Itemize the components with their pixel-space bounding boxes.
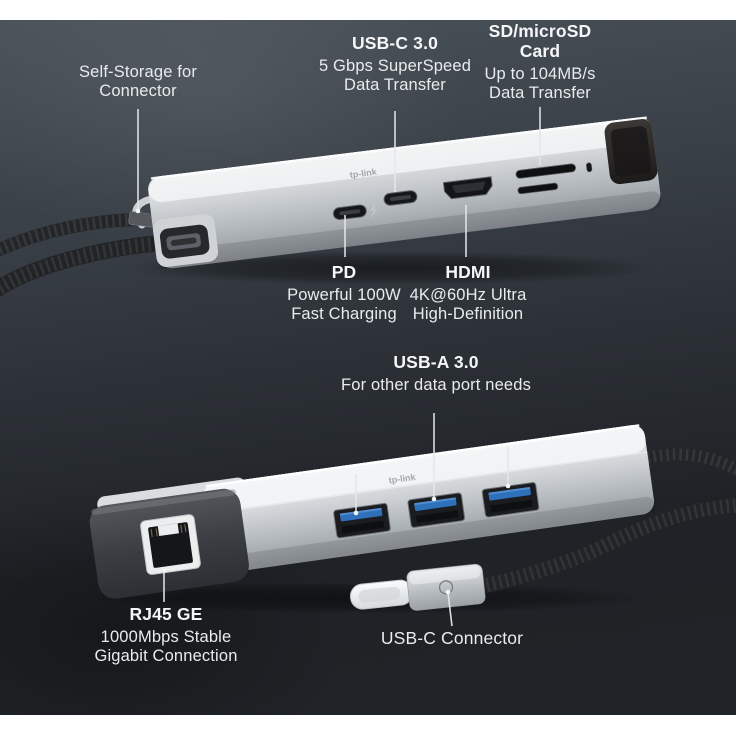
rj45-port: [140, 514, 201, 575]
callout-hdmi: HDMI 4K@60Hz Ultra High-Definition: [410, 262, 527, 324]
callout-rj45-title: RJ45 GE: [129, 604, 203, 624]
callout-rj45: RJ45 GE 1000Mbps Stable Gigabit Connecti…: [94, 604, 237, 666]
callout-pd: PD Powerful 100W Fast Charging: [287, 262, 401, 324]
hdmi-port: [442, 176, 493, 200]
microsd-card-slot: [517, 182, 559, 195]
lightning-icon: [370, 202, 378, 219]
callout-pd-title: PD: [331, 262, 357, 282]
callout-usb-c-connector: USB-C Connector: [381, 629, 523, 648]
callout-sd-line2: Data Transfer: [489, 84, 591, 102]
callout-usb-a: USB-A 3.0 For other data port needs: [341, 352, 531, 395]
callout-rj45-line2: Gigabit Connection: [94, 647, 238, 665]
usb-c-connector-illustration: [349, 563, 486, 611]
top-hub-end-cap: [604, 119, 658, 185]
callout-lines: [137, 107, 541, 627]
usb-a-port-3: [481, 482, 540, 518]
callout-hdmi-title: HDMI: [445, 262, 491, 282]
bottom-hub-illustration: tp-link: [89, 424, 655, 599]
callout-usb-c-connector-label: USB-C Connector: [380, 628, 524, 648]
top-hub-shadow: [122, 251, 658, 285]
security-slot: [586, 162, 593, 173]
connector-storage-slot: [153, 214, 219, 267]
callout-pd-line2: Fast Charging: [291, 305, 397, 323]
callout-sd-title-line1: SD/microSD: [488, 21, 592, 41]
callout-sd-card: SD/microSD Card Up to 104MB/s Data Trans…: [484, 21, 595, 103]
brand-logo-bottom-hub: tp-link: [388, 472, 417, 486]
callout-usb-c-line1: 5 Gbps SuperSpeed: [318, 57, 472, 75]
callout-hdmi-line2: High-Definition: [412, 305, 524, 323]
callout-line-usb-c-connector: [447, 592, 453, 627]
bottom-cable-lower: [474, 497, 736, 594]
callout-rj45-line1: 1000Mbps Stable: [100, 628, 232, 646]
top-hub-illustration: tp-link: [148, 116, 662, 270]
callout-sd-line1: Up to 104MB/s: [484, 65, 596, 83]
callout-usb-c-title: USB-C 3.0: [352, 33, 438, 53]
sd-card-slot: [515, 163, 576, 179]
callout-dots: [135, 208, 511, 595]
callout-sd-title-line2: Card: [519, 41, 561, 61]
callout-usb-a-line1: For other data port needs: [341, 376, 531, 394]
callout-usb-c-line2: Data Transfer: [344, 76, 446, 94]
callout-pd-line1: Powerful 100W: [287, 286, 401, 304]
usb-c-pd-port: [332, 204, 367, 221]
usb-a-port-2: [407, 492, 466, 528]
usb-a-port-1: [333, 502, 391, 539]
callout-hdmi-line1: 4K@60Hz Ultra: [409, 286, 527, 304]
callout-self-storage-line2: Connector: [99, 82, 177, 100]
brand-logo-top-hub: tp-link: [349, 167, 378, 180]
usb-c-data-port: [383, 190, 418, 206]
callout-self-storage-line1: Self-Storage for: [79, 63, 197, 81]
callout-usb-c: USB-C 3.0 5 Gbps SuperSpeed Data Transfe…: [319, 33, 471, 95]
callout-self-storage: Self-Storage for Connector: [79, 63, 197, 101]
callout-usb-a-title: USB-A 3.0: [393, 352, 479, 372]
